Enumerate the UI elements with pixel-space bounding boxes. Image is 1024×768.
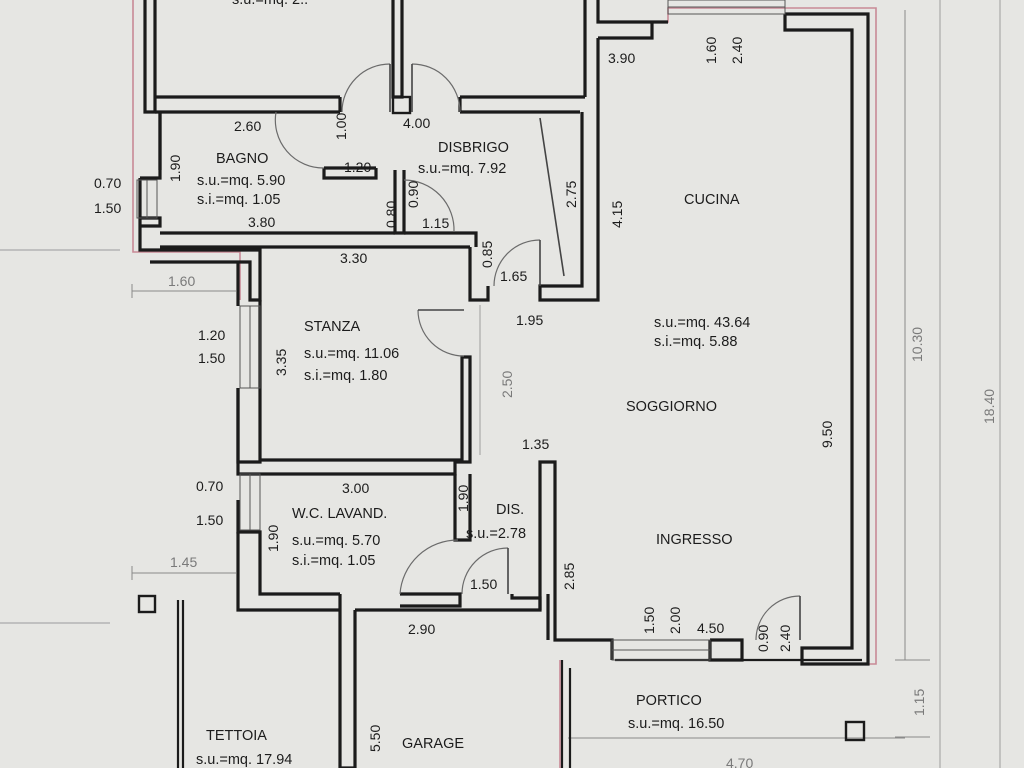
room-labels: s.u.=mq. 2.. BAGNO s.u.=mq. 5.90 s.i.=mq… bbox=[196, 0, 750, 768]
stanza-si: s.i.=mq. 1.80 bbox=[304, 368, 387, 384]
wc-si: s.i.=mq. 1.05 bbox=[292, 553, 375, 569]
dim-label: 1.50 bbox=[94, 200, 121, 216]
dim-label: 0.80 bbox=[383, 201, 399, 228]
dim-label: 1.90 bbox=[167, 155, 183, 182]
dim-label: 1.20 bbox=[344, 159, 371, 175]
dim-label: 3.80 bbox=[248, 214, 275, 230]
stanza-name: STANZA bbox=[304, 319, 360, 335]
dim-label: 2.85 bbox=[561, 563, 577, 590]
dim-label: 1.60 bbox=[703, 37, 719, 64]
stanza-su: s.u.=mq. 11.06 bbox=[304, 346, 399, 362]
dis-name: DIS. bbox=[496, 502, 524, 518]
construction-lines bbox=[0, 0, 1001, 768]
tettoia-name: TETTOIA bbox=[206, 728, 267, 744]
dim-label: 3.35 bbox=[273, 349, 289, 376]
dim-label: 1.15 bbox=[422, 215, 449, 231]
walls bbox=[137, 0, 870, 768]
dim-label: 2.40 bbox=[729, 37, 745, 64]
dim-label: 3.00 bbox=[342, 480, 369, 496]
dim-label: 4.00 bbox=[403, 115, 430, 131]
dim-label: 0.70 bbox=[94, 175, 121, 191]
dim-label: 2.40 bbox=[777, 625, 793, 652]
dim-label: 3.30 bbox=[340, 250, 367, 266]
bagno-name: BAGNO bbox=[216, 151, 268, 167]
bagno-si: s.i.=mq. 1.05 bbox=[197, 192, 280, 208]
dim-label: 10.30 bbox=[909, 327, 925, 362]
doors bbox=[274, 63, 801, 641]
dim-label: 1.50 bbox=[198, 350, 225, 366]
dim-label: 1.90 bbox=[455, 485, 471, 512]
ingresso-name: INGRESSO bbox=[656, 532, 733, 548]
dim-label: 5.50 bbox=[367, 725, 383, 752]
tettoia-su: s.u.=mq. 17.94 bbox=[196, 752, 292, 768]
bagno-su: s.u.=mq. 5.90 bbox=[197, 173, 285, 189]
portico-name: PORTICO bbox=[636, 693, 702, 709]
dim-label: 2.00 bbox=[667, 607, 683, 634]
wc-su: s.u.=mq. 5.70 bbox=[292, 533, 380, 549]
dim-label: 1.95 bbox=[516, 312, 543, 328]
dim-label: 2.60 bbox=[234, 118, 261, 134]
dim-label: 4.70 bbox=[726, 755, 753, 768]
dim-label: 2.75 bbox=[563, 181, 579, 208]
dim-label: 1.35 bbox=[522, 436, 549, 452]
garage-name: GARAGE bbox=[402, 736, 464, 752]
dis-su: s.u.=2.78 bbox=[466, 526, 526, 542]
soggiorno-su: s.u.=mq. 43.64 bbox=[654, 315, 750, 331]
dim-label: 1.15 bbox=[911, 689, 927, 716]
dim-label: 4.50 bbox=[697, 620, 724, 636]
dim-label: 1.65 bbox=[500, 268, 527, 284]
dim-label: 2.90 bbox=[408, 621, 435, 637]
dim-label: 1.60 bbox=[168, 273, 195, 289]
dim-label: 1.50 bbox=[641, 607, 657, 634]
dim-label: 1.45 bbox=[170, 554, 197, 570]
disbrigo-name: DISBRIGO bbox=[438, 140, 509, 156]
dim-label: 9.50 bbox=[819, 421, 835, 448]
wc-name: W.C. LAVAND. bbox=[292, 506, 387, 522]
dimension-labels: 3.90 1.60 2.40 2.60 1.00 4.00 1.90 1.20 … bbox=[94, 37, 997, 768]
dim-label: 1.00 bbox=[333, 113, 349, 140]
dim-label: 1.50 bbox=[470, 576, 497, 592]
soggiorno-name: SOGGIORNO bbox=[626, 399, 717, 415]
dim-label: 3.90 bbox=[608, 50, 635, 66]
cucina-name: CUCINA bbox=[684, 192, 740, 208]
soggiorno-si: s.i.=mq. 5.88 bbox=[654, 334, 737, 350]
dim-label: 2.50 bbox=[499, 371, 515, 398]
dim-label: 18.40 bbox=[981, 389, 997, 424]
top-left-area-label: s.u.=mq. 2.. bbox=[232, 0, 308, 8]
dim-label: 1.90 bbox=[265, 525, 281, 552]
dim-label: 0.85 bbox=[479, 241, 495, 268]
dim-label: 4.15 bbox=[609, 201, 625, 228]
dim-label: 0.70 bbox=[196, 478, 223, 494]
windows bbox=[136, 0, 786, 661]
dim-label: 1.50 bbox=[196, 512, 223, 528]
dim-label: 1.20 bbox=[198, 327, 225, 343]
portico-su: s.u.=mq. 16.50 bbox=[628, 716, 724, 732]
disbrigo-su: s.u.=mq. 7.92 bbox=[418, 161, 506, 177]
dim-label: 0.90 bbox=[755, 625, 771, 652]
dim-label: 0.90 bbox=[405, 181, 421, 208]
